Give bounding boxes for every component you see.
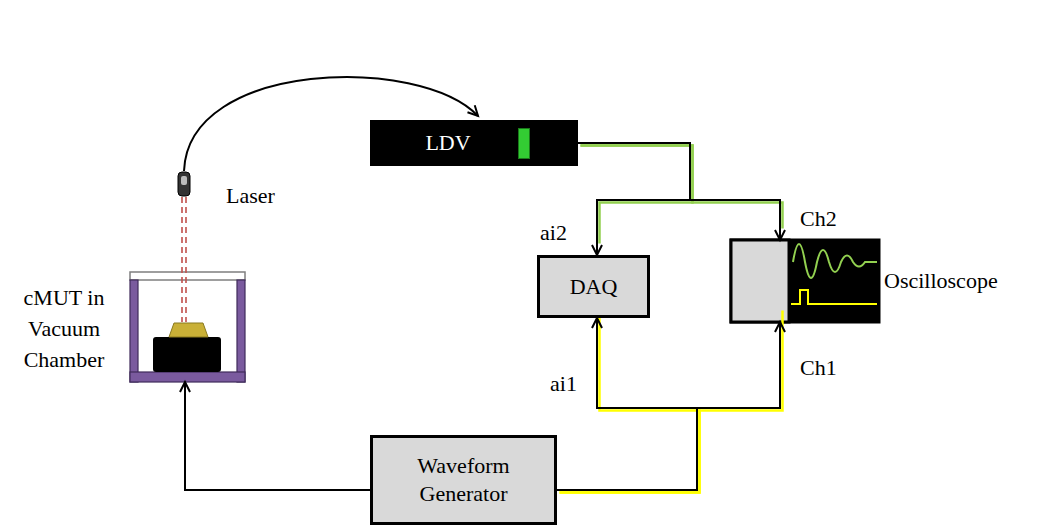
laser-beam [181,197,183,322]
channel-label: ai2 [538,220,569,246]
channel-label: Ch1 [798,355,839,381]
vacuum-chamber [130,272,245,382]
oscilloscope-group: Oscilloscope [729,240,1040,322]
status-indicator [518,128,530,159]
response-trace [793,244,877,278]
node-text: cMUT in Vacuum Chamber [0,282,128,375]
oscilloscope-panel [731,240,789,322]
node-text: LDV [378,129,518,157]
channel-label: Ch2 [798,206,839,232]
daq-box: DAQ [537,255,650,318]
laser-head [178,172,190,196]
wire-highlight [560,307,700,493]
signal-wire [578,143,690,255]
waveform-generator-box: Waveform Generator [370,435,557,525]
cmut-base [153,337,221,372]
signal-wire [557,322,780,490]
cmut-membrane [169,323,208,337]
signal-wire [578,143,780,240]
pulse-trace [791,290,877,304]
ldv-box: LDV [370,120,578,166]
oscilloscope-screen [731,240,879,322]
node-text: Oscilloscope [884,267,1036,295]
sensor-lens [181,176,187,185]
laser-beam [185,197,187,322]
chamber-wall [130,280,138,382]
beam-label: Laser [224,183,277,209]
oscilloscope-body [731,240,879,322]
chamber-label-group: cMUT in Vacuum Chamber [0,270,248,382]
wire-highlight [581,146,783,229]
signal-wire [185,382,370,490]
node-text: DAQ [546,273,641,301]
chamber-wall [237,280,245,382]
channel-label: ai1 [548,371,579,397]
node-text: Waveform Generator [379,452,548,508]
sensor-head [178,172,190,196]
signal-wire [557,318,697,490]
chamber-lid [130,272,245,280]
wire-highlight [560,311,783,493]
chamber-floor [130,372,245,382]
